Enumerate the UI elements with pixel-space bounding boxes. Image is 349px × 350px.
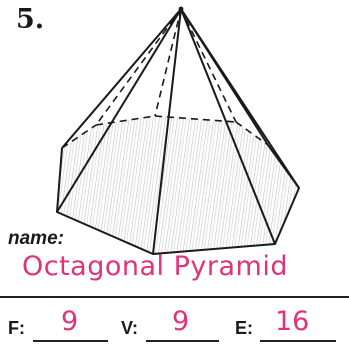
faces-label: F:: [8, 318, 25, 338]
name-answer-line: [0, 296, 349, 298]
vertices-answer: 9: [172, 306, 190, 337]
octagonal-pyramid-figure: [56, 6, 300, 255]
apex-vertex: [178, 6, 184, 12]
vertices-blank: [146, 340, 219, 342]
name-answer: Octagonal Pyramid: [22, 251, 288, 282]
edges-label: E:: [235, 318, 253, 338]
name-label: name:: [8, 228, 64, 249]
hidden-lateral-edges: [95, 8, 237, 126]
problem-number: 5.: [16, 4, 45, 35]
faces-blank: [33, 340, 108, 342]
vertices-label: V:: [121, 318, 139, 338]
faces-answer: 9: [61, 306, 79, 337]
edges-blank: [260, 340, 336, 342]
edges-answer: 16: [275, 306, 310, 337]
visible-lateral-edges: [56, 8, 300, 255]
